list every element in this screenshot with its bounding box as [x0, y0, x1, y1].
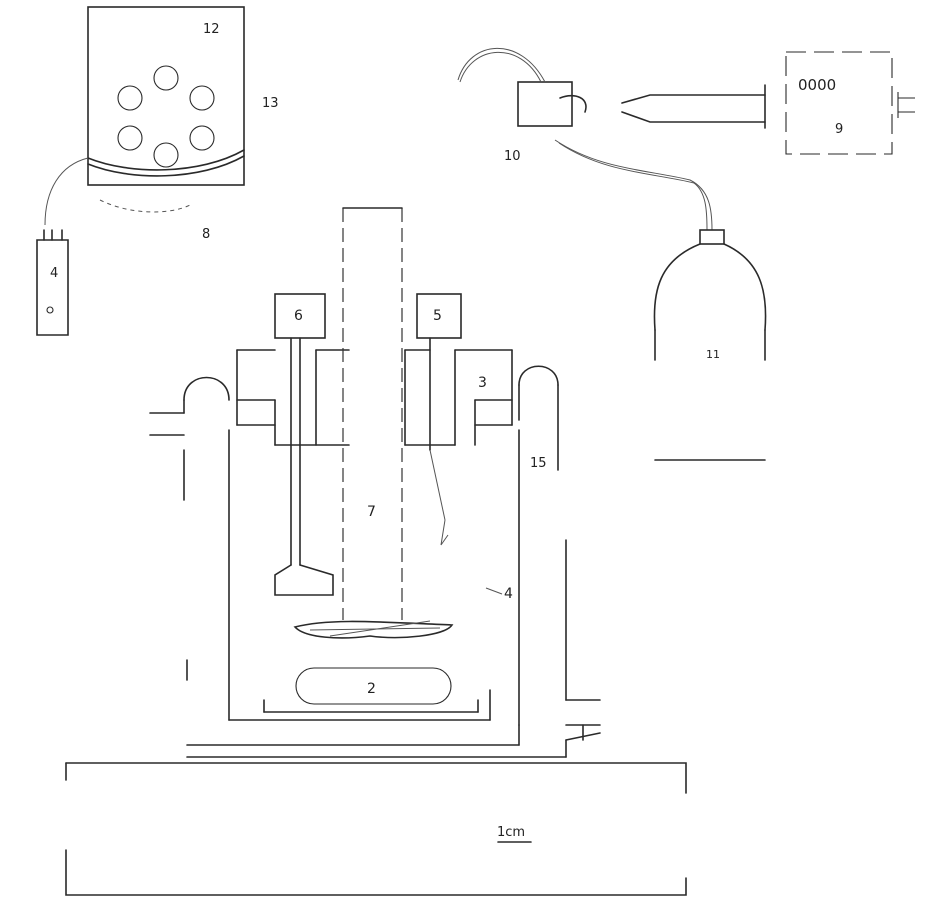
label-7: 7 — [367, 504, 376, 520]
label-3: 3 — [478, 375, 487, 391]
scale-bar: 1cm — [497, 825, 532, 843]
right-tube-15: 15 — [518, 365, 601, 741]
sensor-14: 4 8 — [36, 227, 210, 336]
label-5: 5 — [433, 308, 442, 324]
label-12: 12 — [203, 22, 220, 37]
label-14: 4 — [50, 266, 58, 281]
pump-10: 10 — [457, 47, 713, 231]
scale-bar-label: 1cm — [497, 825, 525, 840]
left-holder: 6 — [236, 293, 350, 596]
right-holder: 5 3 — [404, 293, 513, 546]
label-8: 8 — [202, 227, 210, 242]
base-platform — [65, 732, 687, 896]
label-10: 10 — [504, 149, 521, 164]
left-jacket — [149, 376, 520, 746]
sample-carousel: 12 13 — [44, 6, 279, 226]
label-15: 15 — [530, 456, 547, 471]
label-13: 13 — [262, 96, 279, 111]
stir-bar: 2 — [295, 667, 452, 705]
label-9: 9 — [835, 122, 843, 137]
label-4-group: 4 — [485, 586, 513, 602]
stirrer-blade — [293, 620, 454, 639]
label-4: 4 — [504, 586, 513, 602]
central-shaft: 7 — [342, 207, 403, 620]
reservoir-11: 11 — [653, 229, 767, 461]
label-11: 11 — [706, 348, 720, 361]
controller-9: 0000 9 — [621, 51, 915, 155]
label-6: 6 — [294, 308, 303, 324]
display-readout: 0000 — [798, 76, 836, 94]
label-2: 2 — [367, 681, 376, 697]
outer-vessel — [228, 429, 520, 726]
